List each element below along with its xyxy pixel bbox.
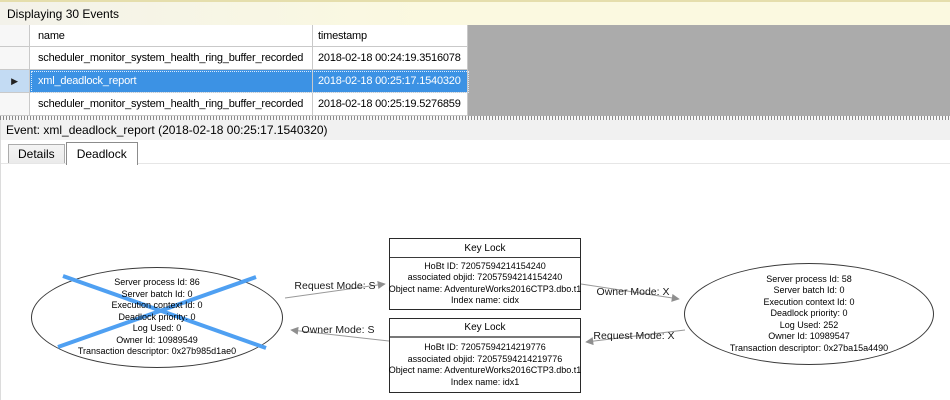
row-selector-cell[interactable] xyxy=(0,93,30,116)
lock-detail-line: HoBt ID: 72057594214154240 xyxy=(424,260,546,271)
row-selector-cell[interactable] xyxy=(0,47,30,70)
tab-details[interactable]: Details xyxy=(8,144,65,164)
event-timestamp-cell[interactable]: 2018-02-18 00:25:19.5276859 xyxy=(313,93,468,116)
process-detail-line: Owner Id: 10989549 xyxy=(116,334,198,345)
lock-detail-line: associated objid: 72057594214219776 xyxy=(407,353,563,364)
events-grid: name timestamp scheduler_monitor_system_… xyxy=(0,25,950,116)
edge-label-request-s: Request Mode: S xyxy=(294,280,376,292)
lock-detail-line: Index name: cidx xyxy=(450,295,520,305)
process-detail-line: Owner Id: 10989547 xyxy=(768,331,850,342)
process-detail-line: Server process Id: 86 xyxy=(114,277,200,288)
current-row-arrow-icon: ▶ xyxy=(11,75,18,86)
process-detail-line: Log Used: 0 xyxy=(132,323,182,334)
key-lock-title: Key Lock xyxy=(390,319,580,338)
detail-tabstrip: Details Deadlock xyxy=(0,140,950,165)
process-detail-line: Log Used: 252 xyxy=(779,319,839,330)
survivor-process-details: Server process Id: 58 Server batch Id: 0… xyxy=(684,263,934,365)
row-selector-header xyxy=(0,25,30,47)
key-lock-title: Key Lock xyxy=(390,239,580,258)
lock-detail-line: Object name: AdventureWorks2016CTP3.dbo.… xyxy=(388,365,582,375)
grid-empty-area xyxy=(468,70,950,93)
table-row-selected[interactable]: ▶ xml_deadlock_report 2018-02-18 00:25:1… xyxy=(0,70,950,93)
process-detail-line: Deadlock priority: 0 xyxy=(770,308,848,319)
process-detail-line: Execution context Id: 0 xyxy=(763,296,855,307)
grid-empty-area xyxy=(468,93,950,116)
event-name-cell[interactable]: scheduler_monitor_system_health_ring_buf… xyxy=(30,47,313,70)
edge-label-request-x: Request Mode: X xyxy=(593,330,675,342)
survivor-process-node xyxy=(684,263,934,365)
process-detail-line: Deadlock priority: 0 xyxy=(118,311,196,322)
event-name-cell[interactable]: scheduler_monitor_system_health_ring_buf… xyxy=(30,93,313,116)
table-row[interactable]: scheduler_monitor_system_health_ring_buf… xyxy=(0,47,950,70)
process-detail-line: Execution context Id: 0 xyxy=(111,300,203,311)
column-header-name[interactable]: name xyxy=(30,25,313,47)
deadlock-graph-panel: Key Lock HoBt ID: 72057594214154240 asso… xyxy=(0,164,950,400)
event-summary-label: Event: xml_deadlock_report (2018-02-18 0… xyxy=(6,123,328,137)
event-name-cell[interactable]: xml_deadlock_report xyxy=(30,70,313,93)
column-header-timestamp[interactable]: timestamp xyxy=(313,25,468,47)
lock-detail-line: Object name: AdventureWorks2016CTP3.dbo.… xyxy=(388,283,582,294)
grid-empty-area xyxy=(468,47,950,70)
process-detail-line: Server batch Id: 0 xyxy=(121,288,193,299)
process-detail-line: Server process Id: 58 xyxy=(766,273,852,284)
process-detail-line: Server batch Id: 0 xyxy=(773,285,845,296)
row-selector-cell[interactable]: ▶ xyxy=(0,70,30,93)
edge-label-owner-x: Owner Mode: X xyxy=(596,286,670,298)
event-timestamp-cell[interactable]: 2018-02-18 00:25:17.1540320 xyxy=(313,70,468,93)
lock-detail-line: Index name: idx1 xyxy=(450,376,520,387)
edge-label-owner-s: Owner Mode: S xyxy=(301,324,375,336)
grid-header-row: name timestamp xyxy=(0,25,950,47)
events-count-bar: Displaying 30 Events xyxy=(0,0,950,25)
event-summary-bar: Event: xml_deadlock_report (2018-02-18 0… xyxy=(0,120,950,140)
tab-deadlock[interactable]: Deadlock xyxy=(65,142,138,165)
lock-detail-line: HoBt ID: 72057594214219776 xyxy=(424,342,546,352)
grid-empty-area xyxy=(468,25,950,47)
events-count-label: Displaying 30 Events xyxy=(7,6,120,21)
lock-detail-line: associated objid: 72057594214154240 xyxy=(407,272,563,282)
key-lock-node-bottom: Key Lock HoBt ID: 72057594214219776 asso… xyxy=(389,318,581,393)
victim-process-details: Server process Id: 86 Server batch Id: 0… xyxy=(31,267,283,368)
process-detail-line: Transaction descriptor: 0x27b985d1ae0 xyxy=(77,346,237,357)
process-detail-line: Transaction descriptor: 0x27ba15a4490 xyxy=(729,342,889,353)
table-row[interactable]: scheduler_monitor_system_health_ring_buf… xyxy=(0,93,950,116)
grid-splitter[interactable] xyxy=(0,116,950,120)
key-lock-node-top: Key Lock HoBt ID: 72057594214154240 asso… xyxy=(389,238,581,310)
event-timestamp-cell[interactable]: 2018-02-18 00:24:19.3516078 xyxy=(313,47,468,70)
